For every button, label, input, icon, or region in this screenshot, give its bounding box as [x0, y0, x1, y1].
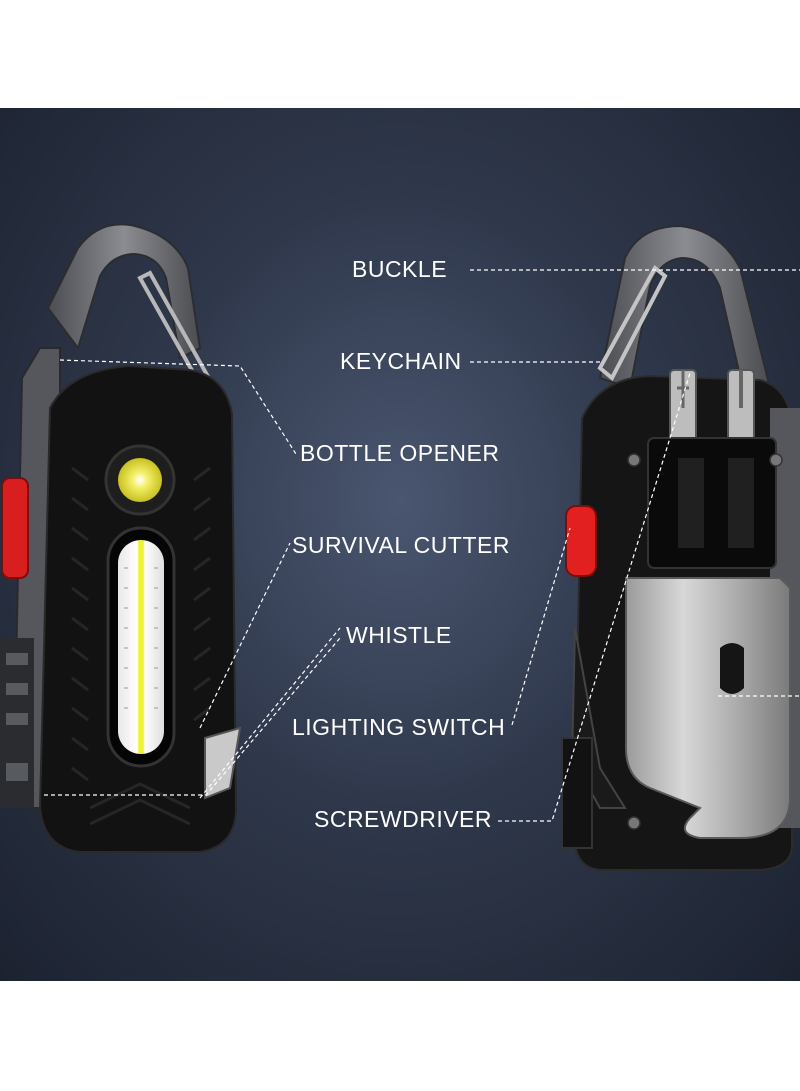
label-lighting-switch: LIGHTING SWITCH [292, 714, 506, 740]
label-buckle: BUCKLE [352, 256, 448, 282]
label-whistle: WHISTLE [346, 622, 452, 648]
leader-lines [44, 269, 800, 822]
label-keychain: KEYCHAIN [340, 348, 462, 374]
left-device [0, 223, 242, 853]
label-bottle-opener: BOTTLE OPENER [300, 440, 500, 466]
label-survival-cutter: SURVIVAL CUTTER [292, 532, 510, 558]
keychain-tool-illustration [0, 223, 800, 871]
label-screwdriver: SCREWDRIVER [314, 806, 493, 832]
product-image: BUCKLE KEYCHAIN BOTTLE OPENER SURVIVAL C… [0, 108, 800, 981]
right-device [561, 224, 800, 871]
